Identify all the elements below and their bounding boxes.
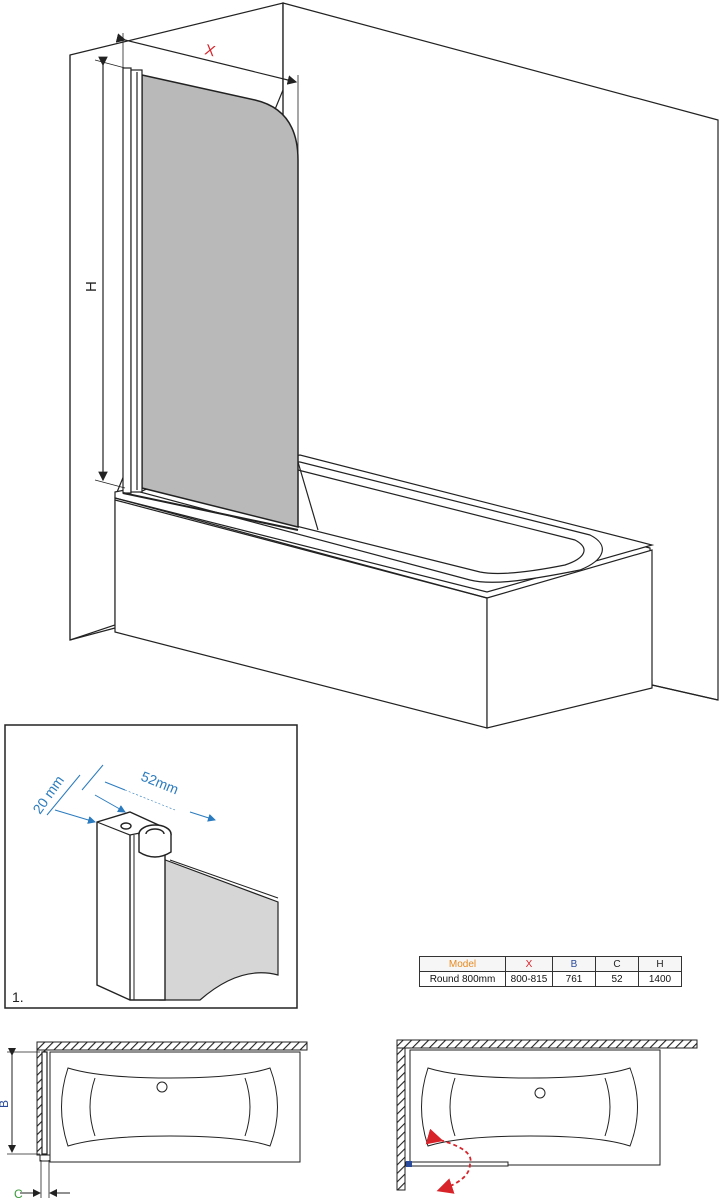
header-b: B [552,956,596,972]
table-row: Round 800mm 800-815 761 52 1400 [419,971,682,987]
b-dim-label: B [0,1100,11,1108]
cell-h: 1400 [638,971,682,987]
plan-bath-left [49,1051,301,1163]
cell-model: Round 800mm [419,971,506,987]
plan-view-left [7,1041,308,1198]
detail-profile [96,811,166,1001]
cell-b: 761 [552,971,596,987]
x-dimension [115,33,299,160]
main-view [69,2,719,729]
detail-box [4,724,298,1009]
header-c: C [595,956,639,972]
header-x: X [505,956,553,972]
detail-number: 1. [12,989,24,1005]
h-dim-label: H [83,281,100,292]
detail-glass [159,857,279,1001]
plan-screen-left [41,1051,48,1155]
wall-profile [122,67,132,494]
plan-view-right [396,1039,698,1194]
header-model: Model [419,956,506,972]
header-h: H [638,956,682,972]
spec-table: Model X B C H Round 800mm 800-815 761 52… [419,956,682,987]
bath-side-panel [486,549,653,729]
cell-x: 800-815 [505,971,553,987]
cell-c: 52 [595,971,639,987]
plan-bath-right [409,1049,661,1166]
glass-panel [141,74,299,528]
plan-screen-right [405,1161,509,1167]
rotation-arrow [425,1128,472,1194]
c-dim-label: C [14,1187,23,1200]
spec-table-header: Model X B C H [419,956,682,972]
x-dim-label: X [203,41,217,60]
